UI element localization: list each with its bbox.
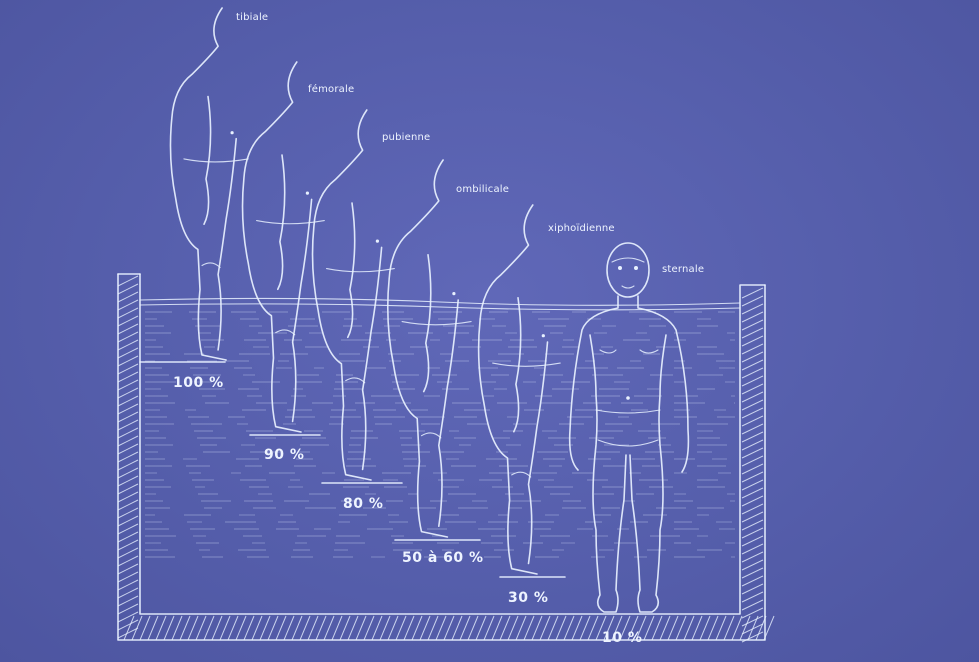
level-label-xiphoidienne: xiphoïdienne <box>548 223 615 234</box>
profile-figure <box>479 205 561 574</box>
level-label-pubienne: pubienne <box>382 132 430 143</box>
pool-outline <box>118 274 765 640</box>
percent-label-90: 90 % <box>264 447 304 463</box>
profile-figure <box>388 160 471 537</box>
percent-label-100: 100 % <box>173 375 224 391</box>
profile-figure <box>170 8 248 360</box>
percent-label-50-60: 50 à 60 % <box>402 550 484 566</box>
profile-figures <box>170 8 560 574</box>
front-figure-head <box>607 243 649 297</box>
level-label-femorale: fémorale <box>308 84 354 95</box>
level-label-tibiale: tibiale <box>236 12 268 23</box>
percent-label-30: 30 % <box>508 590 548 606</box>
percent-label-10: 10 % <box>602 630 642 646</box>
percent-label-80: 80 % <box>343 496 383 512</box>
step-lines <box>140 362 565 577</box>
level-label-ombilicale: ombilicale <box>456 184 509 195</box>
level-label-sternale: sternale <box>662 264 704 275</box>
front-figure <box>570 243 689 612</box>
profile-figure <box>313 110 395 480</box>
